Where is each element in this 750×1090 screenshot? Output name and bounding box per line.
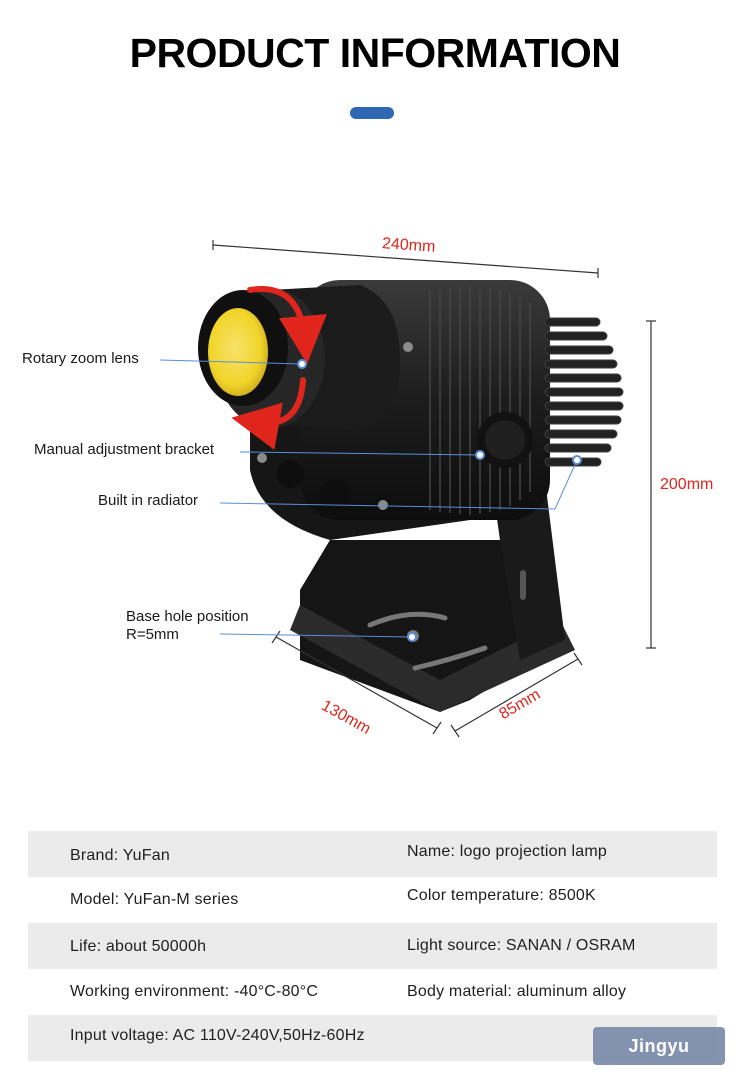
callout-dots xyxy=(297,359,582,642)
dimension-lines xyxy=(212,240,656,738)
rotation-arrow-icon xyxy=(231,286,327,450)
spec-row: Brand: YuFan Name: logo projection lamp xyxy=(28,831,717,877)
spec-model: Model: YuFan-M series xyxy=(70,891,239,908)
spec-row: Life: about 50000h Light source: SANAN /… xyxy=(28,923,717,969)
spec-working-environment: Working environment: -40°C-80°C xyxy=(70,983,319,1000)
watermark-badge: Jingyu xyxy=(593,1027,725,1065)
projector-illustration xyxy=(159,240,656,738)
spec-color-temperature: Color temperature: 8500K xyxy=(407,887,596,904)
dimension-height: 200mm xyxy=(660,476,714,493)
spec-body-material: Body material: aluminum alloy xyxy=(407,983,627,1000)
projector-body xyxy=(198,280,624,540)
spec-input-voltage: Input voltage: AC 110V-240V,50Hz-60Hz xyxy=(70,1027,365,1044)
spec-row: Working environment: -40°C-80°C Body mat… xyxy=(28,969,717,1015)
dimension-length: 240mm xyxy=(381,235,436,256)
callout-base-hole-radius: R=5mm xyxy=(126,626,179,643)
spec-light-source: Light source: SANAN / OSRAM xyxy=(407,937,636,954)
spec-brand: Brand: YuFan xyxy=(70,847,170,864)
spec-name: Name: logo projection lamp xyxy=(407,843,607,860)
callout-manual-adjustment-bracket: Manual adjustment bracket xyxy=(34,441,215,458)
spec-life: Life: about 50000h xyxy=(70,938,207,955)
callout-rotary-zoom-lens: Rotary zoom lens xyxy=(22,350,139,367)
title-accent-bar xyxy=(350,107,394,119)
callout-built-in-radiator: Built in radiator xyxy=(98,492,199,509)
callout-base-hole-position: Base hole position xyxy=(126,608,249,625)
bracket xyxy=(290,470,575,712)
callout-lines xyxy=(159,359,578,638)
spec-row: Model: YuFan-M series Color temperature:… xyxy=(28,877,717,923)
page-title: PRODUCT INFORMATION xyxy=(129,30,621,76)
lens xyxy=(208,308,268,396)
